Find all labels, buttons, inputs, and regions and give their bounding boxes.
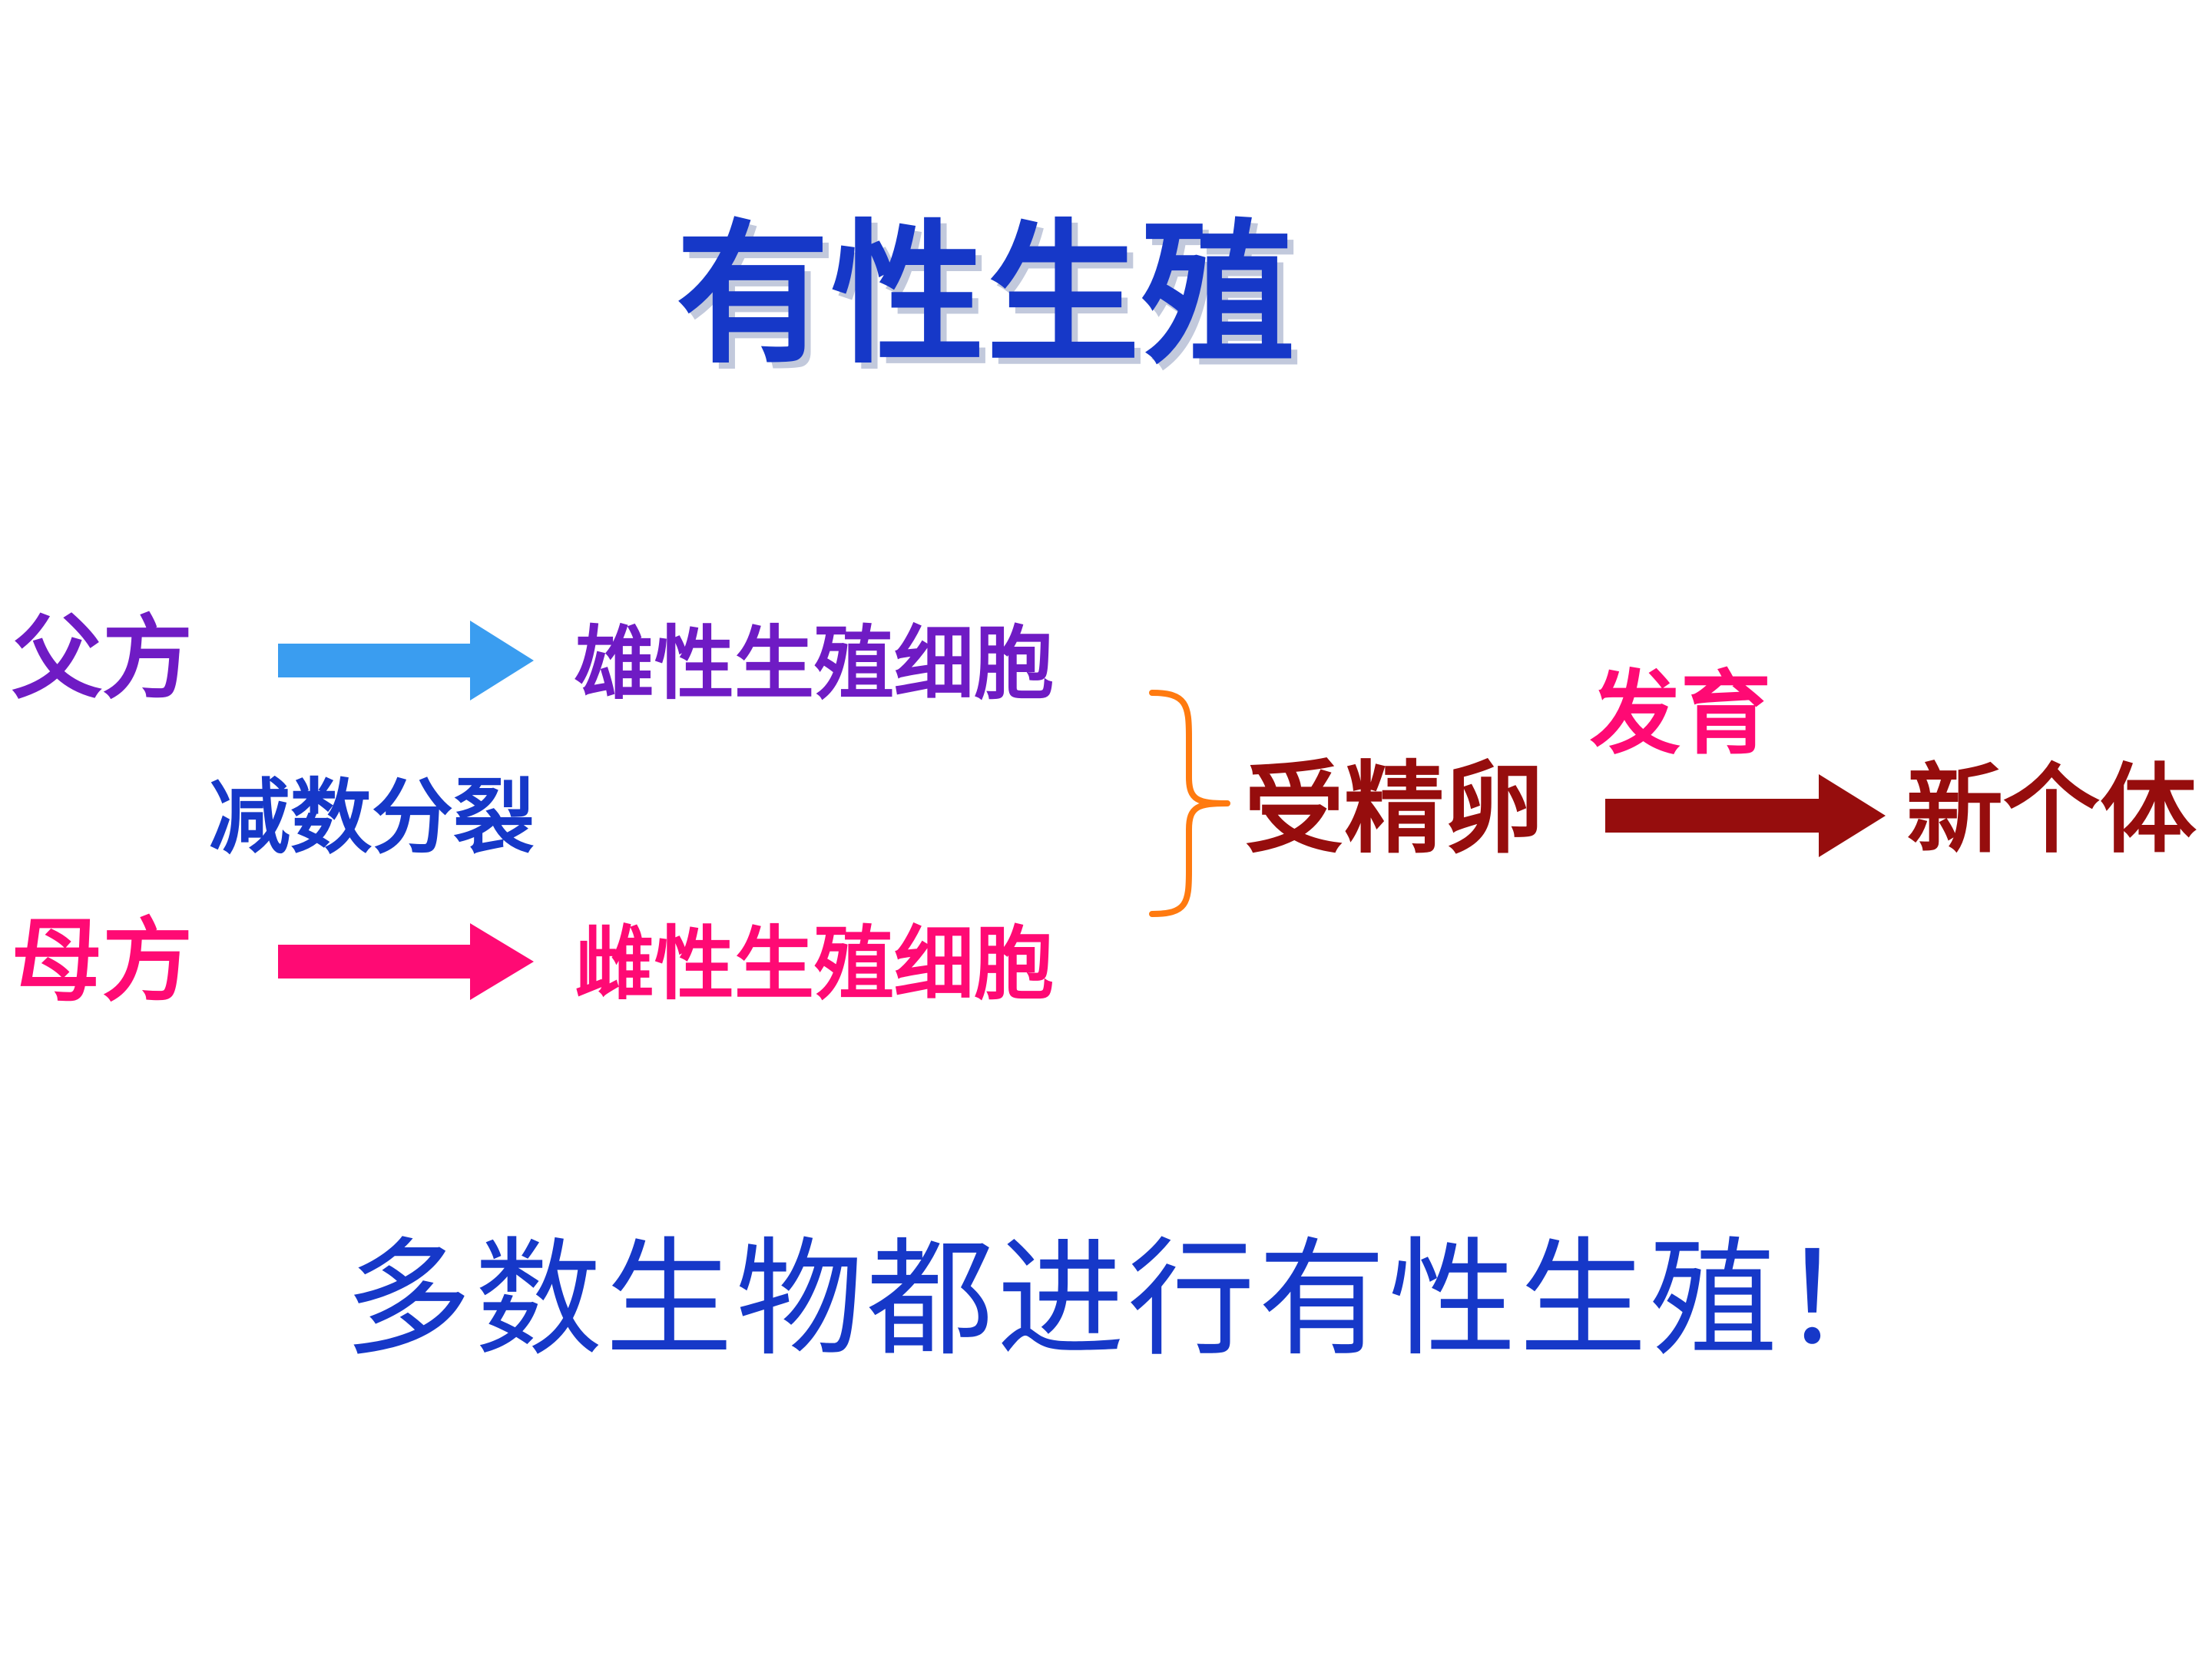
female-cell-label: 雌性生殖细胞 bbox=[575, 917, 1055, 1011]
male-cell-label: 雄性生殖细胞 bbox=[575, 617, 1055, 710]
meiosis-label: 减数分裂 bbox=[209, 770, 535, 865]
curly-brace bbox=[1149, 690, 1230, 917]
zygote-label: 受精卵 bbox=[1244, 750, 1545, 867]
summary-text: 多数生物都进行有性生殖！ bbox=[344, 1226, 1911, 1374]
arrow-right-icon bbox=[278, 923, 534, 1000]
father-label: 父方 bbox=[12, 605, 194, 711]
develop-label: 发育 bbox=[1590, 661, 1772, 767]
new-individual-label: 新个体 bbox=[1906, 753, 2197, 866]
page-title: 有性生殖 bbox=[676, 206, 1297, 385]
mother-label: 母方 bbox=[12, 908, 194, 1014]
arrow-right-icon bbox=[1605, 774, 1886, 857]
arrow-right-icon bbox=[278, 621, 534, 700]
